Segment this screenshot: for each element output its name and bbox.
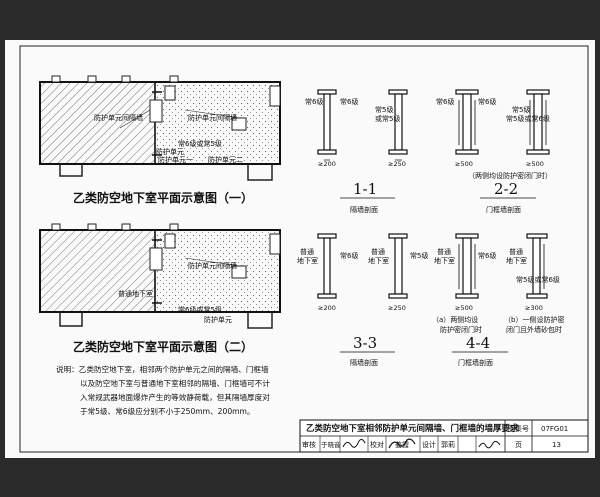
plan2-label-unit: 防护单元	[204, 315, 232, 324]
sec44-d1: 常5级或常6级	[516, 275, 560, 284]
sec11-num: 1-1	[353, 180, 377, 198]
note-line-4: 于常5级、常6级应分别不小于250mm、200mm。	[80, 406, 255, 416]
designer-signature	[478, 440, 501, 449]
sec33-c2: 地下室	[368, 256, 389, 265]
reviewer-signature	[342, 438, 366, 448]
sec33-num: 3-3	[353, 334, 377, 352]
tb-designer: 郭莉	[441, 440, 455, 449]
section-2-2: 常6级 常6级 ≥500 常5级 常5级或常6级 ≥500 （两侧均设防护密闭门…	[436, 89, 552, 214]
sec22-dim1: ≥500	[455, 160, 473, 168]
sec33-a2: 地下室	[297, 256, 318, 265]
plan2-caption: 乙类防空地下室平面示意图（二）	[73, 339, 253, 354]
tb-design: 设计	[422, 440, 436, 449]
notes: 说明：乙类防空地下室，相邻两个防护单元之间的隔墙、门框墙 以及防空地下室与普通地…	[56, 364, 270, 416]
sec33-dim2: ≥250	[388, 304, 406, 312]
note-line-1: 说明：乙类防空地下室，相邻两个防护单元之间的隔墙、门框墙	[56, 364, 269, 374]
sec33-dim1: ≥200	[318, 304, 336, 312]
note-line-2: 以及防空地下室与普通地下室相邻的隔墙、门框墙可不计	[80, 378, 270, 388]
sec44-cap-a2: 防护密闭门时	[440, 325, 482, 334]
sec44-cap-b2: 闭门且外墙砂包时	[506, 325, 562, 334]
section-3-3: 普通 地下室 常6级 ≥200 普通 地下室 常5级 ≥250 3-3 隔墙剖面	[297, 233, 428, 367]
sec11-title: 隔墙剖面	[350, 205, 378, 214]
plan1-label-unit-1: 防护单元一	[158, 155, 193, 164]
sec22-l2: 常6级	[478, 97, 496, 106]
sec33-b1: 常6级	[340, 251, 358, 260]
sec11-dim2: ≥250	[388, 160, 406, 168]
sec11-right2: 或常5级	[375, 114, 400, 123]
sec22-dim2: ≥500	[526, 160, 544, 168]
checker-signature	[388, 438, 416, 449]
sec44-cap-a1: （a）两侧均设	[432, 315, 478, 324]
plan1-label-thick: 常6级或常5级	[178, 139, 222, 148]
plan-2: 防护单元间隔墙 普通地下室 常6级或常5级 防护单元 乙类防空地下室平面示意图（…	[39, 223, 281, 354]
sec44-c2: 地下室	[506, 256, 527, 265]
sec11-mid: 常6级	[340, 97, 358, 106]
sec44-c1: 普通	[509, 247, 523, 256]
sec22-num: 2-2	[494, 180, 518, 198]
sec44-a1: 普通	[437, 247, 451, 256]
tb-review: 审核	[302, 440, 316, 449]
plan2-label-unit-wall: 防护单元间隔墙	[188, 261, 237, 270]
tb-atlas-label: 图集号	[508, 424, 529, 433]
note-line-3: 入常规武器地面爆炸产生的等效静荷载，但其隔墙厚度对	[80, 392, 270, 402]
title-block: 乙类防空地下室相邻防护单元间隔墙、门框墙的墙厚要求 图集号 07FG01 审核 …	[299, 419, 589, 453]
plan-1: 防护单元间隔墙 防护单元间隔墙 常6级或常5级 防护单元 防护单元一 防护单元二…	[39, 75, 281, 205]
tb-page-no: 13	[552, 441, 561, 449]
sec11-right1: 常5级	[375, 105, 393, 114]
sec33-c1: 普通	[371, 247, 385, 256]
plan1-label-unit-wall: 防护单元间隔墙	[94, 113, 143, 122]
tb-page-label: 页	[515, 441, 522, 449]
tb-check: 校对	[370, 440, 384, 449]
section-1-1: 常6级 常6级 ≥200 常5级 或常5级 ≥250 1-1 隔墙剖面	[305, 89, 408, 214]
sec44-num: 4-4	[466, 334, 490, 352]
sec44-cap-b1: （b）一侧设防护密	[504, 315, 564, 324]
sec22-title: 门框墙剖面	[486, 205, 521, 214]
sec44-b1: 常6级	[478, 251, 496, 260]
plan2-label-normal: 普通地下室	[118, 289, 153, 298]
plan1-label-unit: 防护单元	[156, 147, 184, 156]
plan1-label-unit-2: 防护单元二	[208, 155, 243, 164]
plan1-caption: 乙类防空地下室平面示意图（一）	[73, 190, 253, 205]
sec11-left: 常6级	[305, 97, 323, 106]
sec44-dim1: ≥500	[455, 304, 473, 312]
sec22-r1: 常5级	[512, 105, 530, 114]
section-4-4: 普通 地下室 常6级 ≥500 普通 地下室 常5级或常6级 ≥300 （a）两…	[432, 233, 564, 367]
sec44-a2: 地下室	[434, 256, 455, 265]
tb-atlas-no: 07FG01	[541, 425, 568, 433]
tb-title: 乙类防空地下室相邻防护单元间隔墙、门框墙的墙厚要求	[306, 423, 519, 434]
plan2-label-thick: 常6级或常5级	[178, 305, 222, 314]
sec22-note: （两侧均设防护密闭门时）	[468, 171, 552, 180]
sec33-d1: 常5级	[410, 251, 428, 260]
sec33-title: 隔墙剖面	[350, 358, 378, 367]
sec22-r2: 常5级或常6级	[506, 114, 550, 123]
sec33-a1: 普通	[300, 247, 314, 256]
sec22-l1: 常6级	[436, 97, 454, 106]
tb-checker: 姜霞	[395, 440, 409, 449]
sec44-title: 门框墙剖面	[458, 358, 493, 367]
plan1-label-unit-wall-2: 防护单元间隔墙	[188, 113, 237, 122]
sec11-dim1: ≥200	[318, 160, 336, 168]
sec44-dim2: ≥300	[525, 304, 543, 312]
tb-reviewer: 于晓音	[321, 440, 341, 449]
